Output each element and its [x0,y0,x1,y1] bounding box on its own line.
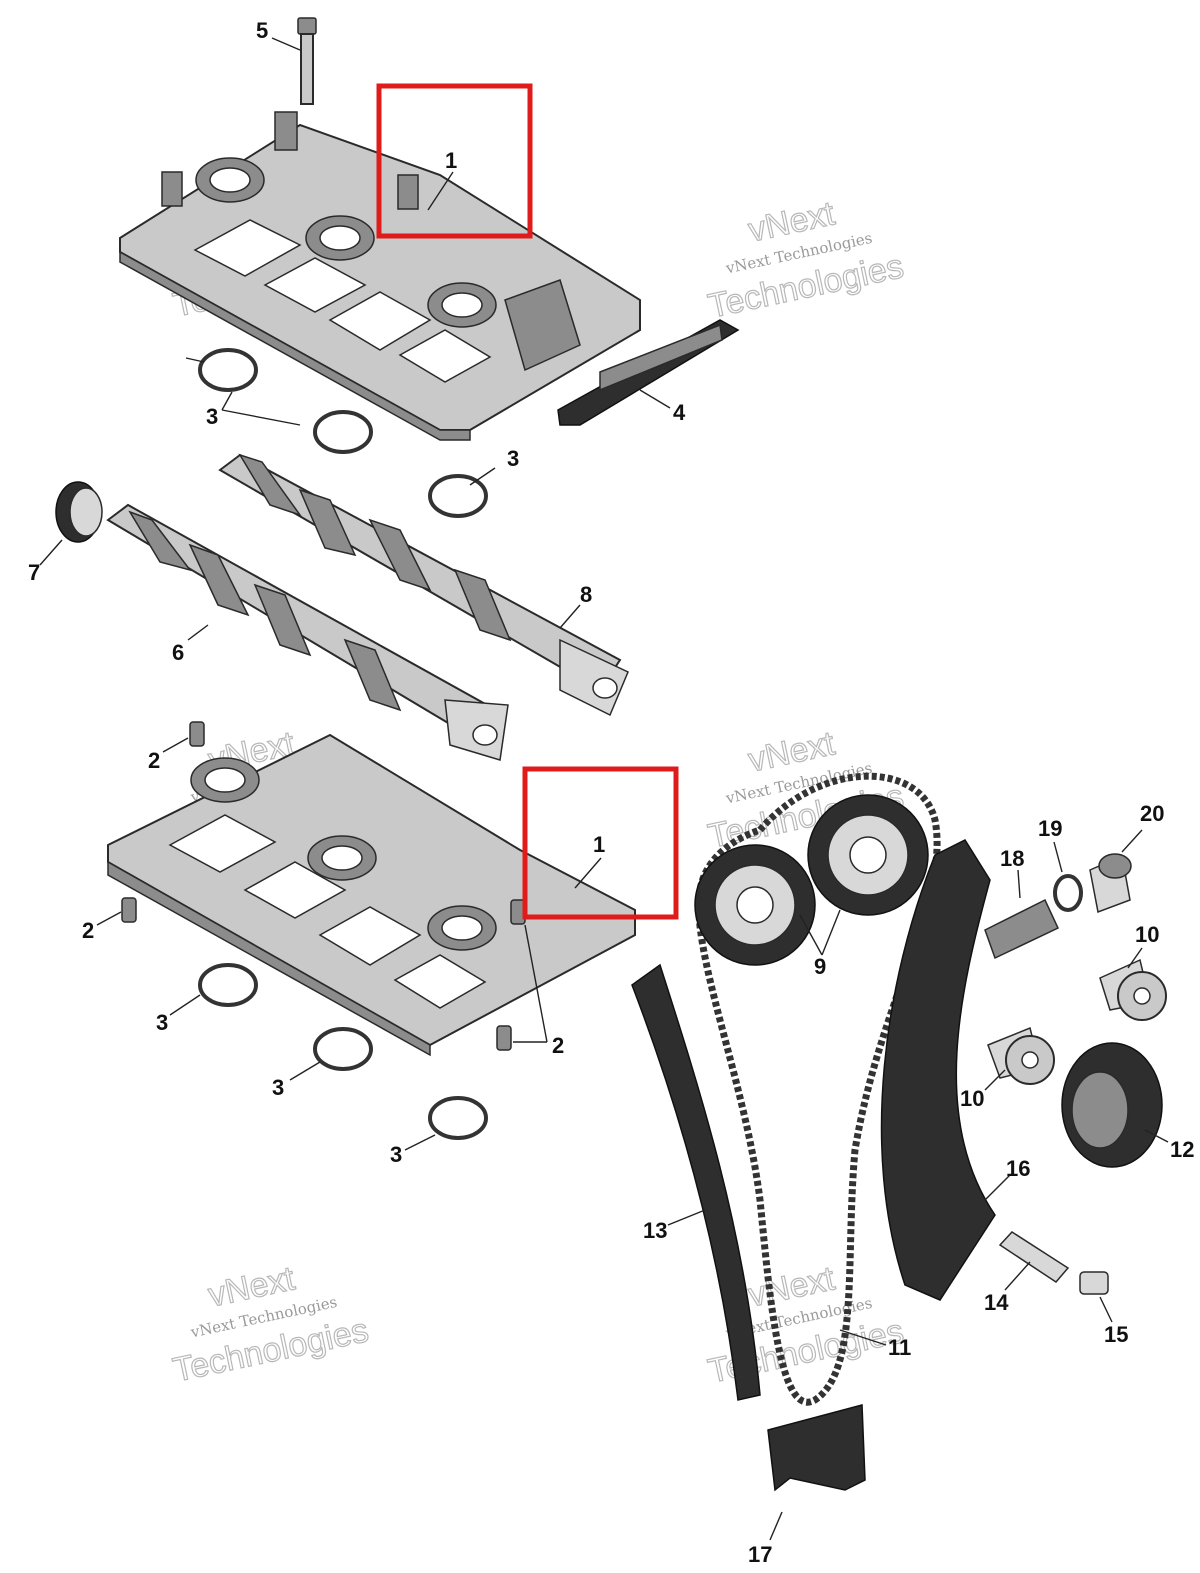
callout-2: 2 [148,748,160,773]
callout-2: 2 [82,918,94,943]
callout-6: 6 [172,640,184,665]
callout-18: 18 [1000,846,1024,871]
sprocket-bolt [1099,958,1167,1021]
callout-20: 20 [1140,801,1164,826]
tensioner-plug [1089,853,1132,914]
dowel-pin [189,721,205,747]
seal-ring [313,410,373,454]
watermark: vNext vNext Technologies Technologies [704,194,907,327]
camshaft-sprocket [694,844,816,966]
intake-camshaft [218,453,629,717]
callout-7: 7 [28,560,40,585]
seal-ring [185,348,258,392]
lower-camshaft-carrier [107,733,636,1057]
callout-16: 16 [1006,1156,1030,1181]
callout-17: 17 [748,1542,772,1567]
callout-15: 15 [1104,1322,1128,1347]
sprocket-bolt [987,1026,1055,1085]
callout-9: 9 [814,954,826,979]
timing-chain [695,772,941,1406]
tensioner-guide [880,839,996,1301]
callout-2: 2 [552,1033,564,1058]
dowel-pin [496,1025,512,1051]
highlight-box [376,83,533,239]
tensioner-washer [1053,874,1083,912]
callout-11: 11 [888,1335,911,1360]
camshaft-sprocket [807,794,929,916]
callout-5: 5 [256,18,268,43]
callout-10: 10 [1135,922,1159,947]
seal-ring [428,474,488,518]
watermark: vNext vNext Technologies Technologies [169,1259,372,1391]
callout-3: 3 [206,404,218,429]
upper-chain-guide [557,319,740,426]
callout-4: 4 [673,400,686,425]
exhaust-camshaft [106,503,509,761]
callout-13: 13 [643,1218,667,1243]
guide-pivot-pin [998,1231,1070,1283]
callout-12: 12 [1170,1137,1194,1162]
trigger-wheel [1061,1042,1163,1168]
callout-3: 3 [507,446,519,471]
pivot-bushing [1079,1271,1109,1295]
leader-lines [39,37,1169,1541]
fixed-chain-guide [631,963,761,1401]
seal-ring [313,1027,373,1071]
seal-ring [198,963,258,1007]
callout-1: 1 [445,148,457,173]
callout-1: 1 [593,832,605,857]
callout-8: 8 [580,582,592,607]
seal-ring [428,1096,488,1140]
callout-3: 3 [390,1142,402,1167]
highlight-box [522,766,679,920]
lower-chain-guide [767,1404,866,1492]
callout-19: 19 [1038,816,1062,841]
oil-seal-part [55,481,103,543]
callout-14: 14 [984,1290,1009,1315]
callout-3: 3 [156,1010,168,1035]
callout-10: 10 [960,1086,984,1111]
upper-camshaft-carrier [119,111,641,441]
tensioner-plunger [984,898,1059,960]
dowel-pin [121,897,137,923]
callout-3: 3 [272,1075,284,1100]
bolt-part [297,17,317,105]
